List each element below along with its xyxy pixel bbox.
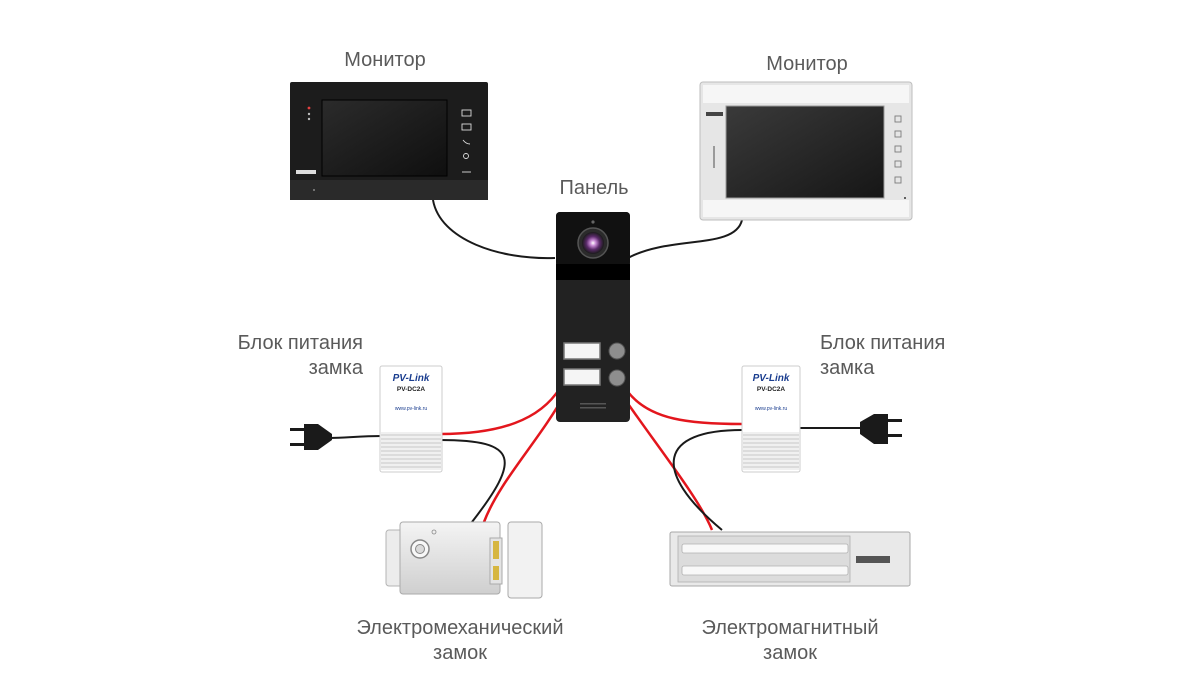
psu-left: PV-Link PV-DC2A www.pv-link.ru (379, 365, 443, 473)
monitor-right-buttons-icon (894, 115, 902, 184)
wire-panel-lock-mag-red (622, 397, 714, 531)
lock-electromagnetic (669, 531, 911, 587)
wire-panel-psu-right-red (627, 391, 743, 426)
label-psu-left-line1: Блок питания (237, 332, 363, 354)
brand-logo-icon (706, 112, 723, 116)
label-panel: Панель (559, 177, 629, 199)
label-psu-right-line2: замка (820, 357, 875, 379)
power-plug-right-icon (860, 414, 902, 444)
label-lock-mech-line2: замок (433, 642, 487, 664)
psu-right-brand: PV-Link (753, 373, 790, 384)
monitor-right (699, 81, 913, 221)
wire-panel-lock-mech-red (482, 391, 568, 523)
label-lock-mag: Электромагнитный замок (660, 616, 920, 666)
wire-panel-psu-left-red (439, 387, 562, 436)
label-psu-right: Блок питания замка (820, 331, 1020, 381)
wire-monitor-left-panel (432, 199, 556, 260)
label-monitor-left: Монитор (344, 49, 426, 71)
call-button-2-icon (608, 369, 626, 387)
call-button-1-icon (608, 342, 626, 360)
psu-left-brand: PV-Link (393, 373, 430, 384)
psu-right: PV-Link PV-DC2A www.pv-link.ru (741, 365, 801, 473)
label-psu-right-line1: Блок питания (820, 332, 946, 354)
brand-logo-icon (856, 556, 890, 563)
monitor-left (290, 82, 488, 200)
label-lock-mag-line1: Электромагнитный (701, 617, 879, 639)
label-lock-mech: Электромеханический замок (320, 616, 600, 666)
psu-right-model: PV-DC2A (757, 386, 785, 393)
label-psu-left: Блок питания замка (180, 331, 363, 381)
wire-psu-left-plug (329, 435, 383, 439)
psu-right-url: www.pv-link.ru (755, 406, 787, 412)
power-plug-left-icon (290, 424, 332, 450)
label-psu-left-line2: замка (308, 357, 363, 379)
label-monitor-right: Монитор (766, 53, 848, 75)
monitor-left-buttons-icon (461, 109, 472, 173)
psu-left-url: www.pv-link.ru (395, 406, 427, 412)
label-lock-mag-line2: замок (763, 642, 817, 664)
camera-lens-icon (582, 232, 604, 254)
brand-logo-icon (296, 170, 316, 174)
wire-psu-right-lock-mag-black (672, 429, 743, 531)
label-lock-mech-line1: Электромеханический (356, 617, 564, 639)
wire-monitor-right-panel (627, 219, 743, 259)
wire-psu-left-lock-mech-black (439, 439, 506, 523)
lock-electromechanical (385, 521, 543, 599)
psu-left-model: PV-DC2A (397, 386, 425, 393)
call-panel (556, 212, 630, 422)
